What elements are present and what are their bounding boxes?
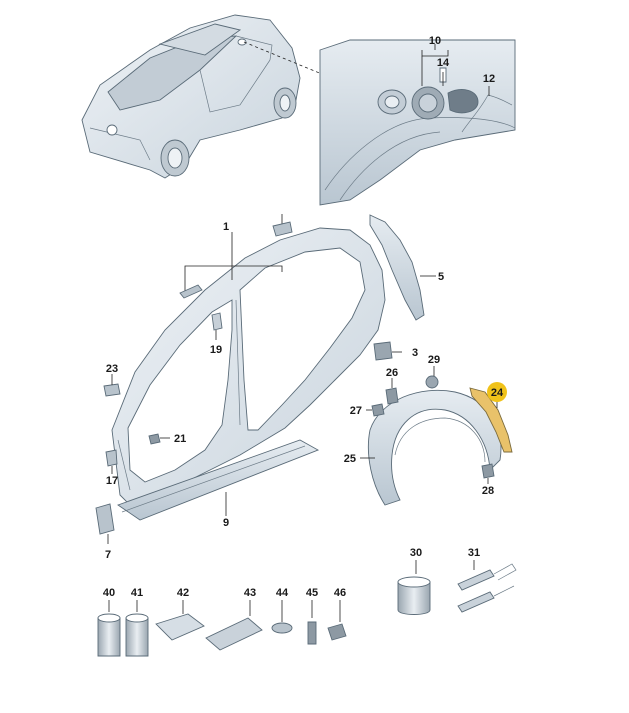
label-3: 3 <box>412 347 418 359</box>
label-44: 44 <box>276 587 289 599</box>
sheet-43 <box>205 617 263 651</box>
clip-17 <box>105 449 118 467</box>
label-7: 7 <box>105 549 111 561</box>
trim-strip-24 <box>469 387 513 453</box>
fastener-27 <box>371 403 385 417</box>
washer-44 <box>271 622 293 634</box>
fastener-29 <box>425 375 439 389</box>
clip-23 <box>103 383 121 397</box>
label-41: 41 <box>131 587 143 599</box>
label-21: 21 <box>174 433 186 445</box>
label-5: 5 <box>438 271 444 283</box>
label-12: 12 <box>483 73 495 85</box>
side-panel <box>111 227 386 521</box>
label-46: 46 <box>334 587 346 599</box>
label-24: 24 <box>491 387 504 399</box>
bracket-part-3 <box>373 341 393 361</box>
label-43: 43 <box>244 587 256 599</box>
label-10: 10 <box>429 35 441 47</box>
car-overview <box>81 14 301 179</box>
bracket-1 <box>184 232 283 272</box>
label-28: 28 <box>482 485 494 497</box>
label-26: 26 <box>386 367 398 379</box>
label-27: 27 <box>350 405 362 417</box>
clip-part <box>179 284 203 299</box>
inner-panel-5 <box>369 214 425 321</box>
highlight-badge-24 <box>487 382 507 402</box>
label-1: 1 <box>223 221 229 233</box>
label-25: 25 <box>344 453 356 465</box>
fuel-flap-detail <box>319 39 516 206</box>
fastener-26 <box>385 387 399 405</box>
bracket-10 <box>421 44 449 57</box>
screw-21 <box>148 433 161 445</box>
label-42: 42 <box>177 587 189 599</box>
tube-41 <box>125 600 149 657</box>
wheel-arch-liner-25 <box>367 389 502 506</box>
label-14: 14 <box>437 57 450 69</box>
bolt-45 <box>307 621 317 645</box>
label-19: 19 <box>210 344 222 356</box>
bracket-7 <box>95 503 115 535</box>
label-40: 40 <box>103 587 115 599</box>
label-29: 29 <box>428 354 440 366</box>
paint-can-30 <box>397 560 431 615</box>
clip-46 <box>327 623 347 641</box>
label-17: 17 <box>106 475 118 487</box>
sealant-tubes-31 <box>457 560 517 613</box>
label-23: 23 <box>106 363 118 375</box>
part-number-labels: 1 3 5 7 9 10 12 14 17 19 21 23 24 25 26 … <box>103 35 507 599</box>
pad-42 <box>155 613 205 641</box>
clip-19 <box>211 312 223 331</box>
label-30: 30 <box>410 547 422 559</box>
label-9: 9 <box>223 517 229 529</box>
label-45: 45 <box>306 587 318 599</box>
clip-part <box>272 221 293 237</box>
label-31: 31 <box>468 547 480 559</box>
tube-40 <box>97 600 121 657</box>
fastener-28 <box>481 463 495 479</box>
